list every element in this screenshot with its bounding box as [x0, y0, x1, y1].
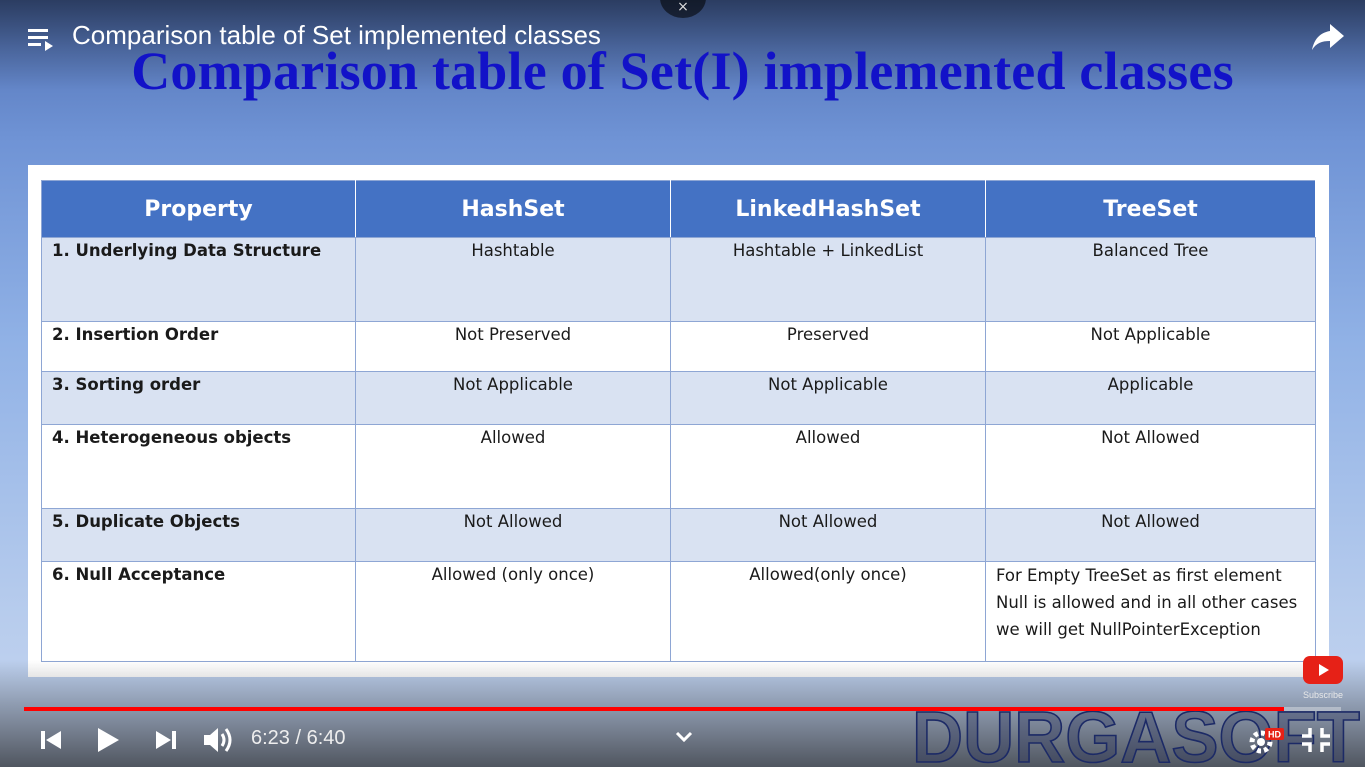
- hashset-cell: Not Preserved: [355, 321, 671, 372]
- duration: 6:40: [306, 727, 346, 749]
- time-separator: /: [295, 727, 302, 749]
- watermark-text: DURGASOFT: [912, 700, 1360, 767]
- treeset-null-line: we will get NullPointerException: [996, 620, 1261, 639]
- treeset-cell: Applicable: [985, 371, 1316, 425]
- treeset-cell: For Empty TreeSet as first element Null …: [985, 561, 1316, 662]
- progress-played: [24, 707, 1285, 711]
- playlist-icon[interactable]: [27, 26, 57, 52]
- time-display: 6:23 / 6:40: [251, 727, 346, 750]
- treeset-cell: Not Allowed: [985, 424, 1316, 509]
- hashset-cell: Allowed (only once): [355, 561, 671, 662]
- table-row: 1. Underlying Data Structure Hashtable H…: [41, 237, 1316, 322]
- treeset-null-line: For Empty TreeSet as first element: [996, 566, 1282, 585]
- close-icon: ×: [677, 0, 689, 15]
- video-title[interactable]: Comparison table of Set implemented clas…: [72, 20, 601, 50]
- table-row: 3. Sorting order Not Applicable Not Appl…: [41, 371, 1316, 425]
- table-row: 5. Duplicate Objects Not Allowed Not All…: [41, 508, 1316, 562]
- property-cell: 4. Heterogeneous objects: [41, 424, 356, 509]
- linkedhashset-cell: Allowed(only once): [670, 561, 986, 662]
- share-icon[interactable]: [1310, 22, 1346, 52]
- subscribe-button[interactable]: Subscribe: [1300, 656, 1346, 700]
- close-button[interactable]: ×: [660, 0, 706, 18]
- comparison-table: Property HashSet LinkedHashSet TreeSet 1…: [41, 180, 1316, 662]
- previous-icon[interactable]: [38, 722, 64, 758]
- table-header-row: Property HashSet LinkedHashSet TreeSet: [41, 180, 1316, 238]
- durgasoft-watermark: DURGASOFT: [912, 700, 1361, 767]
- linkedhashset-cell: Not Allowed: [670, 508, 986, 562]
- property-cell: 1. Underlying Data Structure: [41, 237, 356, 322]
- linkedhashset-cell: Preserved: [670, 321, 986, 372]
- table-row: 4. Heterogeneous objects Allowed Allowed…: [41, 424, 1316, 509]
- volume-icon[interactable]: [202, 722, 236, 758]
- play-icon[interactable]: [94, 722, 122, 758]
- linkedhashset-cell: Allowed: [670, 424, 986, 509]
- treeset-cell: Balanced Tree: [985, 237, 1316, 322]
- chevron-down-icon[interactable]: [672, 726, 696, 746]
- settings-icon[interactable]: HD: [1245, 722, 1285, 758]
- youtube-logo-icon: [1303, 656, 1343, 684]
- progress-bar[interactable]: [24, 707, 1341, 711]
- header-treeset: TreeSet: [985, 180, 1316, 238]
- property-cell: 5. Duplicate Objects: [41, 508, 356, 562]
- subscribe-label: Subscribe: [1302, 690, 1344, 700]
- table-row: 2. Insertion Order Not Preserved Preserv…: [41, 321, 1316, 372]
- linkedhashset-cell: Hashtable + LinkedList: [670, 237, 986, 322]
- hd-badge: HD: [1268, 730, 1281, 740]
- hashset-cell: Hashtable: [355, 237, 671, 322]
- next-icon[interactable]: [153, 722, 179, 758]
- header-linkedhashset: LinkedHashSet: [670, 180, 986, 238]
- property-cell: 2. Insertion Order: [41, 321, 356, 372]
- slide-heading: Comparison table of Set(I) implemented c…: [131, 41, 1234, 101]
- treeset-null-line: Null is allowed and in all other cases: [996, 593, 1298, 612]
- treeset-cell: Not Applicable: [985, 321, 1316, 372]
- property-cell: 6. Null Acceptance: [41, 561, 356, 662]
- exit-fullscreen-icon[interactable]: [1300, 722, 1332, 758]
- comparison-table-frame: Property HashSet LinkedHashSet TreeSet 1…: [28, 165, 1329, 677]
- linkedhashset-cell: Not Applicable: [670, 371, 986, 425]
- hashset-cell: Not Allowed: [355, 508, 671, 562]
- hashset-cell: Allowed: [355, 424, 671, 509]
- property-cell: 3. Sorting order: [41, 371, 356, 425]
- header-hashset: HashSet: [355, 180, 671, 238]
- table-row: 6. Null Acceptance Allowed (only once) A…: [41, 561, 1316, 662]
- hashset-cell: Not Applicable: [355, 371, 671, 425]
- current-time: 6:23: [251, 727, 290, 749]
- header-property: Property: [41, 180, 356, 238]
- treeset-cell: Not Allowed: [985, 508, 1316, 562]
